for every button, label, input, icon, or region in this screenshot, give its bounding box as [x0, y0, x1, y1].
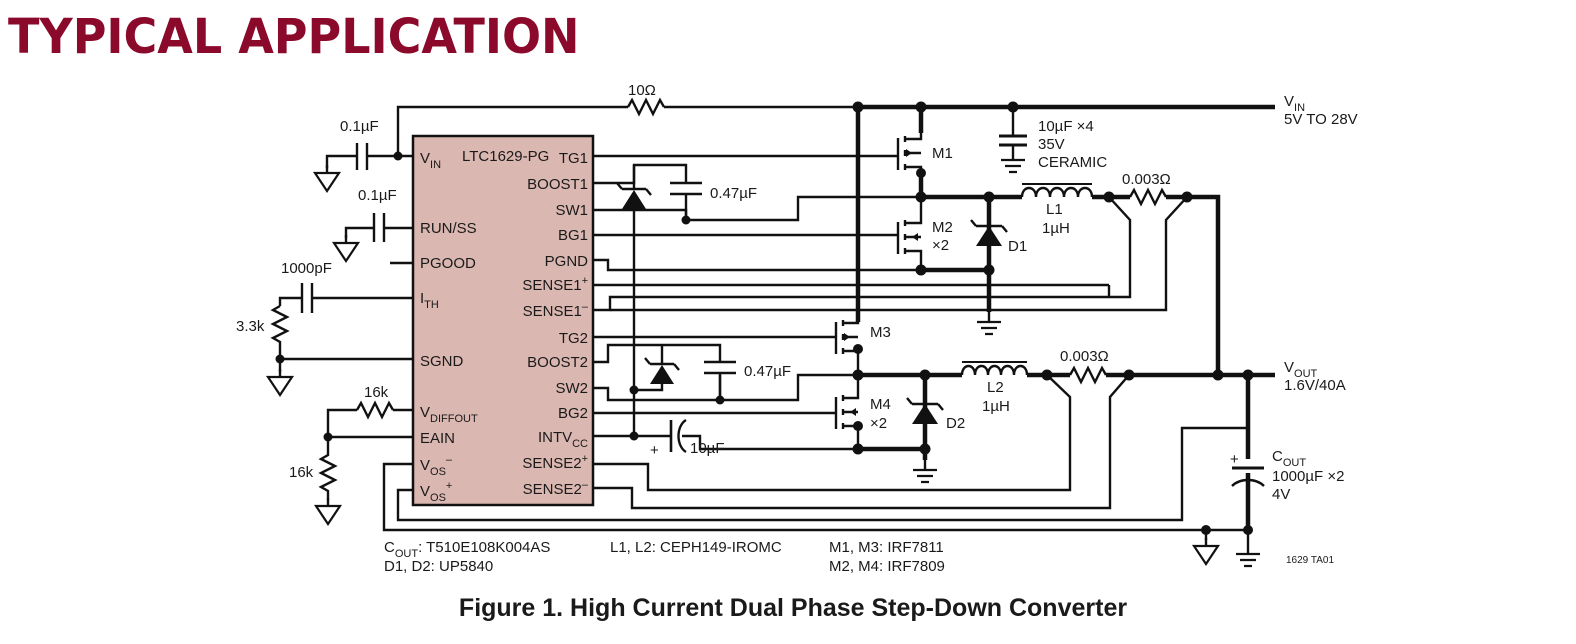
resistor-sense1: [1128, 187, 1168, 207]
svg-text:COUT: T510E108K004AS: COUT: T510E108K004AS: [384, 539, 550, 560]
diode-boost1: [622, 190, 646, 209]
svg-text:×2: ×2: [932, 237, 949, 254]
svg-text:VOS–: VOS–: [420, 454, 453, 478]
svg-text:+: +: [1230, 451, 1239, 468]
svg-text:INTVCC: INTVCC: [538, 429, 588, 450]
vin-range: 5V TO 28V: [1284, 111, 1358, 128]
svg-text:COUT: COUT: [1272, 448, 1306, 469]
svg-text:D1, D2: UP5840: D1, D2: UP5840: [384, 558, 493, 575]
svg-text:0.47µF: 0.47µF: [744, 363, 791, 380]
svg-text:4V: 4V: [1272, 486, 1290, 503]
svg-text:1000pF: 1000pF: [281, 260, 332, 277]
resistor-3k3: [270, 304, 290, 359]
svg-text:0.003Ω: 0.003Ω: [1060, 348, 1109, 365]
cap-ith: [300, 283, 314, 313]
power-stage: 10µF ×4 35V CERAMIC M1 L1 1µH 0.003Ω: [593, 101, 1344, 568]
mosfet-m2: [896, 197, 923, 270]
cap-input: [999, 134, 1027, 147]
svg-text:3.3k: 3.3k: [236, 318, 265, 335]
svg-text:M1, M3: IRF7811: M1, M3: IRF7811: [829, 539, 944, 556]
svg-text:M2: M2: [932, 219, 953, 236]
cap-boost2: [704, 360, 736, 375]
svg-text:SENSE1–: SENSE1–: [523, 301, 589, 320]
svg-text:PGND: PGND: [545, 253, 589, 270]
svg-text:0.47µF: 0.47µF: [710, 185, 757, 202]
inductor-l1: [1020, 186, 1094, 198]
svg-text:BG2: BG2: [558, 405, 588, 422]
svg-text:10µF ×4: 10µF ×4: [1038, 118, 1094, 135]
svg-text:16k: 16k: [364, 384, 389, 401]
ic-name: LTC1629-PG: [462, 148, 549, 165]
svg-text:0.1µF: 0.1µF: [358, 187, 397, 204]
resistor-16k-a: [355, 400, 395, 420]
ic-right-pins: TG1 BOOST1 SW1 BG1 PGND SENSE1+ SENSE1– …: [522, 150, 589, 498]
parts-notes: COUT: T510E108K004AS D1, D2: UP5840 L1, …: [384, 539, 1334, 575]
diode-d1: [976, 226, 1002, 246]
svg-text:TG1: TG1: [559, 150, 588, 167]
svg-text:1629 TA01: 1629 TA01: [1286, 555, 1334, 566]
resistor-16k-b: [318, 437, 338, 500]
svg-text:BOOST1: BOOST1: [527, 176, 588, 193]
svg-text:SENSE1+: SENSE1+: [522, 275, 588, 294]
left-network: 10Ω 0.1µF 0.1µF 1000pF 3.3k 16k: [236, 82, 1248, 532]
svg-text:D2: D2: [946, 415, 965, 432]
inductor-l2: [960, 364, 1029, 376]
svg-text:SW2: SW2: [555, 380, 588, 397]
cap-run: [372, 213, 386, 242]
svg-text:1000µF ×2: 1000µF ×2: [1272, 468, 1344, 485]
svg-text:×2: ×2: [870, 415, 887, 432]
svg-text:VDIFFOUT: VDIFFOUT: [420, 404, 478, 425]
diode-boost2: [650, 365, 674, 384]
mosfet-m1: [896, 133, 923, 180]
svg-text:TG2: TG2: [559, 330, 588, 347]
section-heading: TYPICAL APPLICATION: [8, 8, 580, 65]
svg-text:1µH: 1µH: [982, 398, 1010, 415]
svg-text:1µH: 1µH: [1042, 220, 1070, 237]
svg-text:35V: 35V: [1038, 136, 1065, 153]
svg-text:M3: M3: [870, 324, 891, 341]
svg-text:M4: M4: [870, 396, 891, 413]
svg-text:SGND: SGND: [420, 353, 464, 370]
svg-text:PGOOD: PGOOD: [420, 255, 476, 272]
svg-text:BOOST2: BOOST2: [527, 354, 588, 371]
vout-label: VOUT: [1284, 359, 1318, 380]
ic-body: [411, 134, 595, 507]
svg-text:10µF: 10µF: [690, 440, 725, 457]
svg-text:16k: 16k: [289, 464, 314, 481]
svg-text:CERAMIC: CERAMIC: [1038, 154, 1107, 171]
svg-text:VOS+: VOS+: [420, 480, 452, 504]
svg-text:0.1µF: 0.1µF: [340, 118, 379, 135]
svg-text:L1: L1: [1046, 201, 1063, 218]
svg-text:SENSE2–: SENSE2–: [523, 479, 589, 498]
svg-text:0.003Ω: 0.003Ω: [1122, 171, 1171, 188]
svg-text:SW1: SW1: [555, 202, 588, 219]
vin-label: VIN: [1284, 93, 1305, 114]
svg-text:D1: D1: [1008, 238, 1027, 255]
vout-spec: 1.6V/40A: [1284, 377, 1346, 394]
svg-text:EAIN: EAIN: [420, 430, 455, 447]
figure-caption: Figure 1. High Current Dual Phase Step-D…: [459, 594, 1127, 622]
svg-text:+: +: [650, 442, 659, 459]
svg-text:SENSE2+: SENSE2+: [522, 453, 588, 472]
svg-text:L1, L2: CEPH149-IROMC: L1, L2: CEPH149-IROMC: [610, 539, 782, 556]
svg-text:RUN/SS: RUN/SS: [420, 220, 477, 237]
resistor-sense2: [1068, 365, 1108, 385]
resistor-10ohm: [626, 97, 666, 117]
svg-text:M2, M4: IRF7809: M2, M4: IRF7809: [829, 558, 945, 575]
ic-left-pins: VIN RUN/SS PGOOD ITH SGND VDIFFOUT EAIN …: [420, 150, 478, 504]
diode-d2: [912, 404, 938, 424]
svg-text:BG1: BG1: [558, 227, 588, 244]
svg-text:M1: M1: [932, 145, 953, 162]
svg-text:L2: L2: [987, 379, 1004, 396]
cap-vin: [355, 143, 369, 170]
svg-text:ITH: ITH: [420, 290, 439, 311]
rail-labels: VIN 5V TO 28V VOUT 1.6V/40A: [1284, 93, 1358, 394]
cap-boost1: [670, 181, 702, 196]
svg-text:10Ω: 10Ω: [628, 82, 656, 99]
svg-text:VIN: VIN: [420, 150, 441, 171]
